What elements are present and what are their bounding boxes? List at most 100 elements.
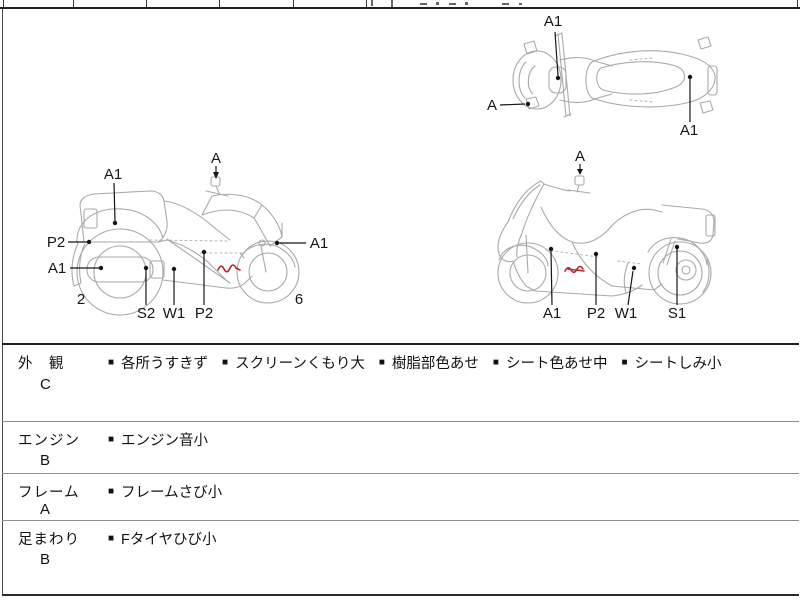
square-bullet-icon: ■	[108, 357, 115, 368]
cropped-glyph-fragment	[436, 2, 439, 5]
rear-shock	[662, 238, 672, 264]
cropped-glyph-fragment	[519, 3, 522, 5]
defect-text: スクリーンくもり大	[235, 356, 365, 372]
front-fender	[241, 243, 296, 268]
cropped-table-header-row	[0, 0, 800, 9]
defect-text: エンジン音小	[121, 433, 209, 449]
defect-item: ■樹脂部色あせ	[379, 352, 479, 373]
square-bullet-icon: ■	[222, 357, 229, 368]
front-fender	[498, 244, 549, 267]
mirror	[574, 175, 585, 186]
label-a1-rear-cowl: A1	[104, 166, 122, 183]
defect-item: ■ シート色あせ中	[493, 352, 608, 373]
category-label: 外 観	[18, 356, 65, 372]
tail-light	[705, 214, 716, 237]
label-w1-underbody: W1	[163, 305, 186, 322]
defect-item: ■フレームさび小	[108, 481, 222, 502]
rear-left-signal	[699, 100, 714, 114]
label-s2-underbody: S2	[137, 305, 155, 322]
header-cell-divider	[366, 0, 367, 7]
rear-fender	[647, 237, 708, 266]
grade-value: B	[40, 551, 51, 568]
scooter-side-left-drawing	[71, 176, 300, 316]
defect-text: シートしみ小	[634, 356, 722, 372]
leader-line	[554, 31, 559, 77]
defect-text: シート色あせ中	[505, 356, 608, 372]
rear-body-top	[585, 50, 716, 108]
header-cell-divider	[293, 0, 294, 7]
label-p2-rear-fender: P2	[47, 234, 65, 251]
leader-line	[627, 270, 634, 306]
label-p2-floor: P2	[195, 305, 213, 322]
pointer-dot	[86, 239, 92, 245]
pointer-dot	[171, 266, 177, 272]
cropped-glyph-fragment	[502, 3, 509, 5]
cropped-glyph-fragment	[420, 3, 427, 5]
defect-text: 樹脂部色あせ	[391, 356, 479, 372]
rear-cowl	[79, 190, 168, 243]
square-bullet-icon: ■	[108, 434, 115, 445]
tail-light-top	[707, 65, 718, 96]
defect-items: ■フレームさび小	[108, 481, 222, 502]
label-a1-front-fender: A1	[310, 235, 328, 252]
arrowhead-down	[577, 169, 583, 175]
label-a-mirror: A	[575, 148, 585, 165]
tail-light	[83, 208, 98, 229]
pointer-dot	[687, 74, 693, 80]
label-w1-underbody: W1	[615, 305, 638, 322]
pointer-dot	[555, 75, 561, 81]
label-s1-rear-shock: S1	[668, 305, 686, 322]
header-cell-divider	[797, 0, 798, 7]
pointer-dot	[631, 265, 637, 271]
defect-item: ■ スクリーンくもり大	[222, 352, 365, 373]
rear-right-signal	[697, 36, 712, 50]
muffler	[86, 256, 154, 283]
damage-mark-scratch	[564, 265, 585, 274]
leader-line	[550, 250, 553, 306]
cropped-glyph-fragment	[449, 3, 456, 5]
defect-items: ■ エンジン音小	[108, 429, 208, 450]
scooter-side-right-drawing	[497, 175, 716, 305]
sheet-bottom-border	[2, 594, 799, 596]
row-separator	[2, 473, 799, 474]
rear-wheel	[76, 228, 164, 316]
leader-line	[113, 182, 116, 222]
cropped-glyph-fragment	[371, 0, 373, 6]
header-cell-divider	[73, 0, 74, 7]
rear-fender	[76, 208, 164, 243]
row-separator	[2, 520, 799, 521]
leader-line	[499, 103, 526, 106]
front-wheel	[236, 240, 300, 304]
category-label: フレーム	[18, 485, 80, 501]
square-bullet-icon: ■	[108, 533, 115, 544]
pointer-dot	[143, 265, 149, 271]
square-bullet-icon: ■	[108, 486, 115, 497]
floor-edge	[162, 275, 253, 289]
swingarm	[611, 283, 663, 291]
label-a1-front-lower: A1	[543, 305, 561, 322]
handlebar	[557, 33, 567, 117]
mirror	[210, 176, 221, 187]
defect-item: ■各所うすきず	[108, 352, 208, 373]
windshield	[201, 193, 263, 219]
grade-value: C	[40, 376, 51, 393]
category-label: 足まわり	[18, 532, 80, 548]
rear-mud-flap	[71, 242, 86, 287]
header-cell-divider	[146, 0, 147, 7]
seat-top	[596, 61, 686, 95]
defect-text: Fタイヤひび小	[121, 532, 217, 548]
scooter-side-view-left-diagram: A A1 P2 A1 A1 2 6 S2 W1 P2	[47, 150, 328, 322]
front-right-mirror	[523, 40, 538, 55]
scooter-top-view-drawing	[512, 32, 718, 118]
cropped-glyph-fragment	[391, 0, 393, 7]
rear-wheel	[648, 241, 712, 305]
scooter-top-view-diagram: A1 A A1	[487, 13, 718, 139]
header-cell-divider	[219, 0, 220, 7]
defect-item: ■シートしみ小	[621, 352, 721, 373]
header-cell-divider	[3, 0, 4, 7]
front-wheel	[497, 242, 559, 304]
pointer-dot	[593, 251, 599, 257]
rear-tire-depth-value: 2	[77, 291, 85, 308]
square-bullet-icon: ■	[492, 357, 499, 368]
pointer-dot	[548, 246, 554, 252]
